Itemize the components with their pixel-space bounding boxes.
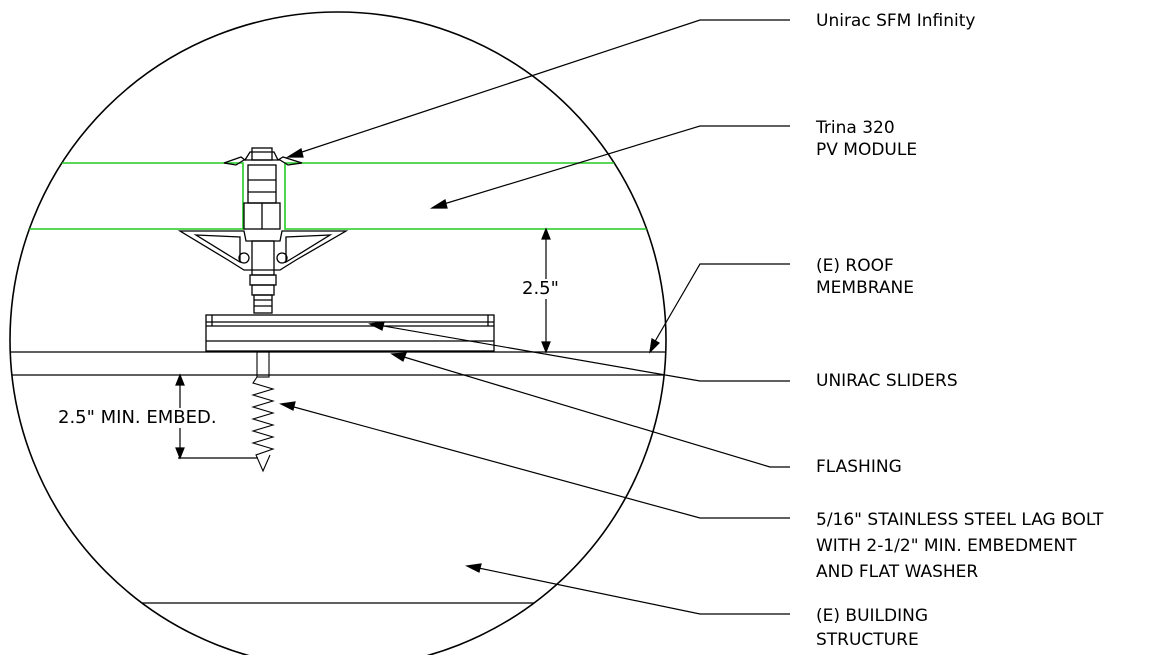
sfm-clamp [177, 147, 349, 314]
label-lag-bolt-line2: WITH 2-1/2" MIN. EMBEDMENT [816, 536, 1077, 556]
label-building-structure-line1: (E) BUILDING [816, 606, 928, 626]
lag-bolt [251, 351, 275, 473]
label-lag-bolt-line3: AND FLAT WASHER [816, 562, 979, 582]
leader-lines [279, 19, 790, 615]
label-lag-bolt-line1: 5/16" STAINLESS STEEL LAG BOLT [816, 510, 1104, 530]
label-pv-module-line1: Trina 320 [816, 118, 895, 138]
label-roof-membrane-line2: MEMBRANE [816, 278, 914, 298]
dimension-module-height: 2.5" [522, 278, 559, 299]
label-building-structure-line2: STRUCTURE [816, 630, 919, 650]
label-sfm-infinity: Unirac SFM Infinity [816, 11, 976, 31]
label-roof-membrane-line1: (E) ROOF [816, 256, 894, 276]
label-unirac-sliders: UNIRAC SLIDERS [816, 371, 958, 391]
label-pv-module-line2: PV MODULE [816, 140, 918, 160]
dimension-min-embed: 2.5" MIN. EMBED. [58, 407, 217, 428]
label-flashing: FLASHING [816, 457, 902, 477]
pv-module [10, 162, 666, 230]
unirac-slider [205, 314, 495, 352]
detail-circle [9, 11, 667, 655]
